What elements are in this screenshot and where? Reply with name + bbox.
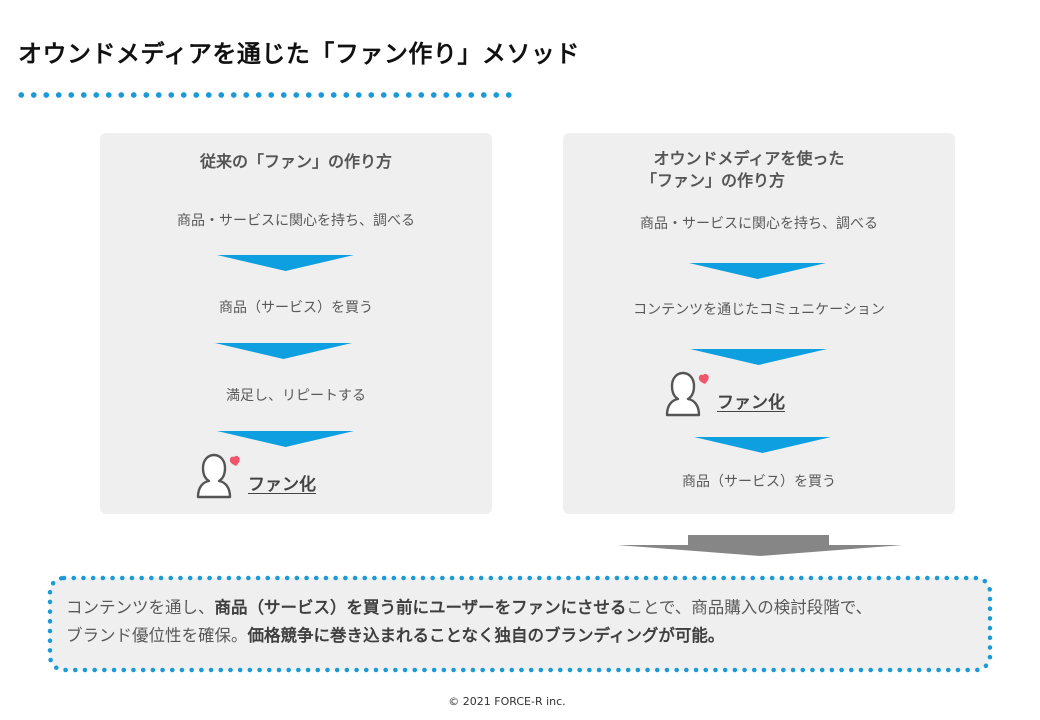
panel-title-line1: オウンドメディアを使った (653, 149, 845, 168)
summary-line-2: ブランド優位性を確保。価格競争に巻き込まれることなく独自のブランディングが可能。 (66, 622, 986, 650)
summary-box: コンテンツを通し、商品（サービス）を買う前にユーザーをファンにさせることで、商品… (50, 578, 990, 670)
person-with-heart-icon (663, 369, 713, 419)
panel-title: 従来の「ファン」の作り方 (199, 152, 392, 171)
down-arrow-icon (689, 263, 826, 279)
summary-text-segment: コンテンツを通し、 (66, 598, 215, 617)
down-arrow-icon (217, 255, 354, 271)
summary-emphasis: 商品（サービス）を買う前にユーザーをファンにさせる (214, 598, 627, 617)
fan-label: ファン化 (248, 475, 316, 495)
fan-result: ファン化 (194, 451, 316, 501)
summary-emphasis: 価格競争に巻き込まれることなく独自のブランディングが可能。 (247, 626, 725, 645)
step-repeat: 満足し、リピートする (226, 388, 366, 404)
traditional-method-panel: 従来の「ファン」の作り方 商品・サービスに関心を持ち、調べる 商品（サービス）を… (100, 133, 492, 514)
step-research: 商品・サービスに関心を持ち、調べる (177, 213, 415, 229)
down-arrow-icon (690, 349, 827, 365)
owned-media-method-panel: オウンドメディアを使った 「ファン」の作り方 商品・サービスに関心を持ち、調べる… (563, 133, 955, 514)
summary-text-segment: ことで、商品購入の検討段階で、 (626, 598, 873, 617)
step-purchase: 商品（サービス）を買う (219, 300, 373, 316)
person-with-heart-icon (194, 451, 244, 501)
summary-text: コンテンツを通し、商品（サービス）を買う前にユーザーをファンにさせることで、商品… (66, 594, 986, 650)
page-title: オウンドメディアを通じた「ファン作り」メソッド (18, 40, 580, 68)
down-arrow-icon (217, 431, 354, 447)
copyright: © 2021 FORCE-R inc. (448, 695, 566, 708)
summary-text-segment: ブランド優位性を確保。 (66, 626, 248, 645)
fan-label: ファン化 (717, 393, 785, 413)
step-research: 商品・サービスに関心を持ち、調べる (640, 216, 878, 232)
down-arrow-icon (215, 343, 352, 359)
panel-title-line2: 「ファン」の作り方 (640, 171, 785, 190)
step-purchase: 商品（サービス）を買う (682, 474, 836, 490)
fan-result: ファン化 (663, 369, 785, 419)
down-arrow-icon (694, 437, 831, 453)
big-down-arrow-icon (617, 535, 903, 556)
title-dotted-underline (15, 92, 517, 98)
step-content-communication: コンテンツを通じたコミュニケーション (633, 302, 885, 318)
summary-line-1: コンテンツを通し、商品（サービス）を買う前にユーザーをファンにさせることで、商品… (66, 594, 986, 622)
